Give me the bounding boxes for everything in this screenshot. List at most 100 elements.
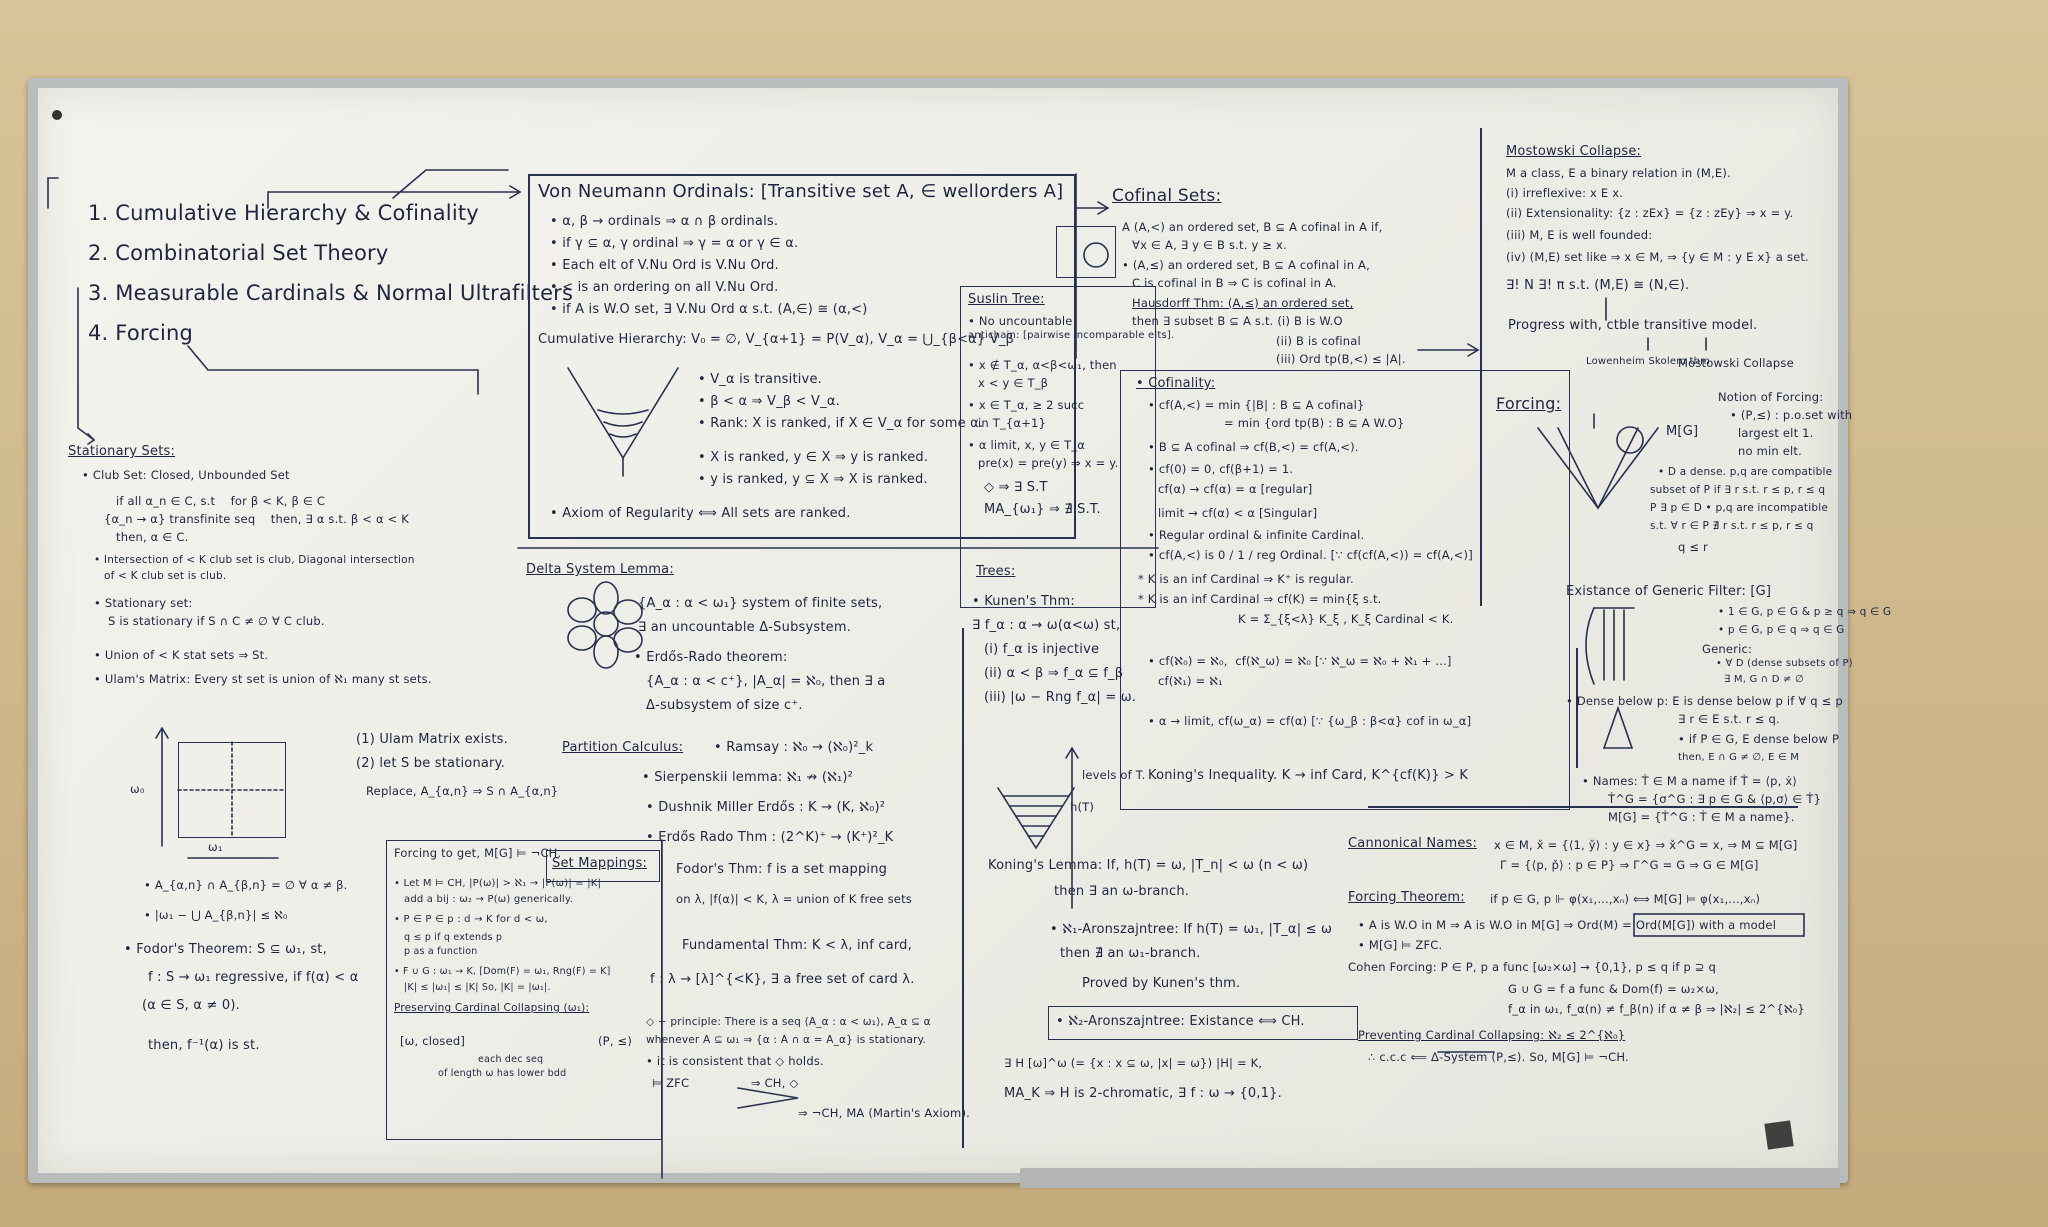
forcing-theorem-line-1: • A is W.O in M ⇒ A is W.O in M[G] ⇒ Ord…: [1358, 918, 1777, 932]
cofinal-circle: [1083, 242, 1109, 268]
trees-line-5: (iii) |ω − Rng f_α| = ω.: [984, 690, 1137, 705]
matrix-line-1: • A_{α,n} ∩ A_{β,n} = ∅ ∀ α ≠ β.: [144, 878, 348, 892]
cof-line-9: * K is an inf Cardinal ⇒ K⁺ is regular.: [1138, 572, 1354, 586]
preserving-line-3: of length ω has lower bdd: [438, 1068, 567, 1079]
names-line-2: Ṫ^G = {σ^G : ∃ p ∈ G & ⟨p,σ⟩ ∈ Ṫ}: [1608, 792, 1822, 806]
mostowski-collapse-label: Mostowski Collapse: [1678, 356, 1794, 370]
forcing-v-left: [1537, 427, 1659, 510]
aronszajn-2: • ℵ₂-Aronszajntree: Existance ⟺ CH.: [1056, 1014, 1305, 1029]
fg-line-6: • F ∪ G : ω₁ → K, [Dom(F) = ω₁, Rng(F) =…: [394, 966, 611, 977]
forcing-theorem: if p ∈ G, p ⊩ φ(x₁,...,xₙ) ⟺ M[G] ⊨ φ(x₁…: [1490, 892, 1761, 906]
preserving-title: Preserving Cardinal Collapsing (ω₁):: [394, 1002, 590, 1014]
right-divider-lower: [1576, 648, 1578, 768]
cum-line-1: • V_α is transitive.: [698, 372, 822, 387]
cohen-line-3: Preventing Cardinal Collapsing: ℵ₂ ≤ 2^{…: [1358, 1028, 1626, 1042]
generic-line-8: • if P ∈ G, E dense below P: [1678, 732, 1840, 746]
generic-line-6: • Dense below p: E is dense below p if ∀…: [1566, 694, 1843, 708]
cof-line-8: • cf(A,<) is 0 / 1 / reg Ordinal. [∵ cf(…: [1148, 548, 1473, 562]
suslin-line-6: in T_{α+1}: [978, 416, 1047, 430]
notion-line-5: subset of P if ∃ r s.t. r ≤ p, r ≤ q: [1650, 484, 1826, 496]
aronszajn-line-3: Proved by Kunen's thm.: [1082, 976, 1241, 991]
outline-item-2: 2. Combinatorial Set Theory: [88, 241, 389, 265]
cohen-line-2: f_α in ω₁, f_α(n) ≠ f_β(n) if α ≠ β ⇒ |ℵ…: [1508, 1002, 1805, 1016]
partition-title: Partition Calculus:: [562, 740, 684, 755]
partition-line-3: • Dushnik Miller Erdős : K → (K, ℵ₀)²: [646, 800, 886, 815]
cofinal-title: Cofinal Sets:: [1112, 186, 1222, 206]
mostowski-line-1: M a class, E a binary relation in (M,E).: [1506, 166, 1731, 180]
progress-arrows: [1605, 297, 1707, 351]
partition-line-1: • Ramsay : ℵ₀ → (ℵ₀)²_k: [714, 740, 874, 755]
generic-line-7: ∃ r ∈ E s.t. r ≤ q.: [1678, 712, 1780, 726]
cof-line-10: * K is an inf Cardinal ⇒ cf(K) = min{ξ s…: [1138, 592, 1382, 606]
cof-line-11: K = Σ_{ξ<λ} K_ξ , K_ξ Cardinal < K.: [1238, 612, 1454, 626]
preserving-line-2: each dec seq: [478, 1054, 544, 1065]
club-line-6: • Stationary set:: [94, 596, 193, 610]
vn-line-5: • if A is W.O set, ∃ V.Nu Ord α s.t. (A,…: [550, 302, 868, 317]
club-line-3: then, α ∈ C.: [116, 530, 189, 544]
club-line-9: • Ulam's Matrix: Every st set is union o…: [94, 672, 432, 686]
koning-lemma: Koning's Lemma: If, h(T) = ω, |T_n| < ω …: [988, 858, 1309, 873]
club-line-8: • Union of < K stat sets ⇒ St.: [94, 648, 269, 662]
partition-line-2: • Sierpenskii lemma: ℵ₁ ↛ (ℵ₁)²: [642, 770, 854, 785]
generic-line-3: Generic:: [1702, 642, 1753, 656]
cum-line-4: • X is ranked, y ∈ X ⇒ y is ranked.: [698, 450, 929, 465]
delta-line-1: {A_α : α < ω₁} system of finite sets,: [638, 596, 883, 611]
cofinal-diagram-box: [1056, 226, 1116, 278]
set-mappings-title: Set Mappings:: [552, 856, 648, 871]
generic-line-9: then, E ∩ G ≠ ∅, E ∈ M: [1678, 752, 1800, 763]
cof-line-4: • cf(0) = 0, cf(β+1) = 1.: [1148, 462, 1294, 476]
cum-line-5: • y is ranked, y ⊆ X ⇒ X is ranked.: [698, 472, 928, 487]
delta-title: Delta System Lemma:: [526, 562, 674, 577]
club-set: • Club Set: Closed, Unbounded Set: [82, 468, 290, 482]
cum-line-3: • Rank: X is ranked, if X ∈ V_α for some…: [698, 416, 984, 431]
fg-line-2: add a bij : ω₂ → P(ω) generically.: [404, 894, 573, 905]
mostowski-line-5: (iv) (M,E) set like ⇒ x ∈ M, ⇒ {y ∈ M : …: [1506, 250, 1809, 264]
diamond-line-1: ◇ − principle: There is a seq ⟨A_α : α <…: [646, 1016, 931, 1028]
forcing-mg: M[G]: [1666, 424, 1699, 439]
delta-line-3: • Erdős-Rado theorem:: [634, 650, 788, 665]
hausdorff-title: Hausdorff Thm: (A,≤) an ordered set,: [1132, 296, 1354, 310]
ulam-line-2: (2) let S be stationary.: [356, 756, 505, 771]
generic-line-2: • p ∈ G, p ∈ q ⇒ q ∈ G: [1718, 624, 1845, 636]
ulam-matrix-lines: [177, 741, 287, 839]
fg-line-1: • Let M ⊨ CH, |P(ω)| > ℵ₁ → |P(ω)| = |K|: [394, 878, 602, 889]
cum-line-2: • β < α ⇒ V_β < V_α.: [698, 394, 840, 409]
notion-line-1: • (P,≤) : p.o.set with: [1730, 408, 1853, 422]
suslin-line-4: x < y ∈ T_β: [978, 376, 1049, 390]
trees-line-2: ∃ f_α : α → ω(α<ω) st,: [972, 618, 1121, 633]
suslin-line-5: • x ∈ T_α, ≥ 2 succ: [968, 398, 1085, 412]
forcing-title: Forcing:: [1496, 394, 1562, 413]
ulam-omega0: ω₀: [130, 782, 145, 796]
generic-cone: [1593, 607, 1635, 681]
hausdorff-line-3: (iii) Ord tp(B,<) ≤ |A|.: [1276, 352, 1406, 366]
canonical-line-2: Γ = {⟨p, p̌⟩ : p ∈ P} ⇒ Γ^G = G ⇒ G ∈ M[…: [1500, 858, 1759, 872]
set-line-1: Fodor's Thm: f is a set mapping: [676, 862, 888, 877]
forcing-circle: [1616, 426, 1644, 454]
suslin-line-2: antichain: [pairwise incomparable elts].: [968, 330, 1175, 341]
forcing-theorem-title: Forcing Theorem:: [1348, 890, 1465, 905]
outline-item-4: 4. Forcing: [88, 321, 194, 345]
vn-line-2: • if γ ⊆ α, γ ordinal ⇒ γ = α or γ ∈ α.: [550, 236, 799, 251]
names-line-3: M[G] = {Ṫ^G : Ṫ ∈ M a name}.: [1608, 810, 1795, 824]
set-line-3: Fundamental Thm: K < λ, inf card,: [682, 938, 912, 953]
progress-line: Progress with, ctble transitive model.: [1508, 318, 1758, 333]
partition-line-4: • Erdős Rado Thm : (2^K)⁺ → (K⁺)²_K: [646, 830, 894, 845]
ulam-omega1: ω₁: [208, 840, 223, 854]
notion-line-3: no min elt.: [1738, 444, 1802, 458]
set-line-2: on λ, |f(α)| < K, λ = union of K free se…: [676, 892, 912, 906]
mostowski-line-4: (iii) M, E is well founded:: [1506, 228, 1653, 242]
diamond-line-2: whenever A ⊆ ω₁ ⇒ {α : A ∩ α = A_α} is s…: [646, 1034, 927, 1046]
fg-line-5: p as a function: [404, 946, 478, 957]
notion-line-6: P ∃ p ∈ D • p,q are incompatible: [1650, 502, 1828, 514]
ulam-vertical-arrow: [155, 726, 169, 847]
club-line-1: if all α_n ∈ C, s.t for β < K, β ∈ C: [116, 494, 326, 508]
cof-line-1: • cf(A,<) = min {|B| : B ⊆ A cofinal}: [1148, 398, 1365, 412]
matrix-line-3: • Fodor's Theorem: S ⊆ ω₁, st,: [124, 942, 327, 957]
mostowski-title: Mostowski Collapse:: [1506, 144, 1642, 159]
whiteboard: 1. Cumulative Hierarchy & Cofinality 2. …: [28, 78, 1891, 1183]
fg-line-7: |K| ≤ |ω₁| ≤ |K| So, |K| = |ω₁|.: [404, 982, 551, 993]
koning-lemma-2: then ∃ an ω-branch.: [1054, 884, 1190, 899]
vn-line-4: • < is an ordering on all V.Nu Ord.: [550, 280, 779, 295]
vn-line-1: • α, β → ordinals ⇒ α ∩ β ordinals.: [550, 214, 779, 229]
delta-line-5: Δ-subsystem of size c⁺.: [646, 698, 803, 713]
